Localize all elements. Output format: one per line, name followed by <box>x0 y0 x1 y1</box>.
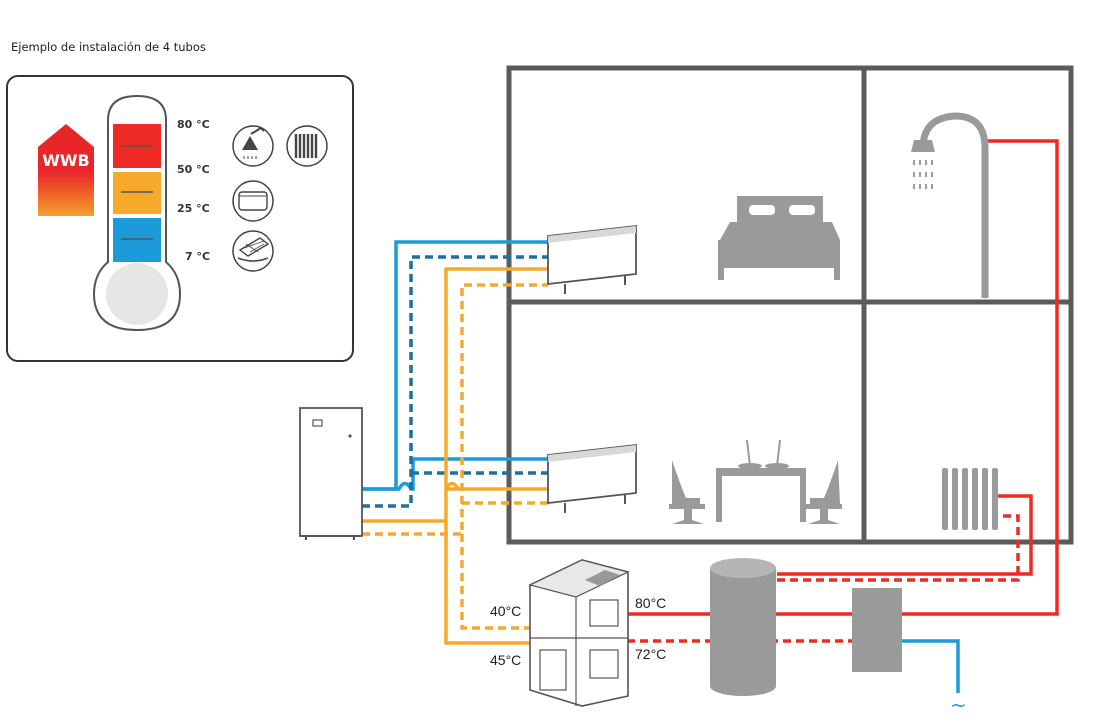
diagram-caption: Ejemplo de instalación de 4 tubos <box>11 40 206 54</box>
temp-label-7: 7 °C <box>185 250 210 263</box>
wwb-house-icon: WWB <box>38 124 94 216</box>
temp-label-50: 50 °C <box>177 163 210 176</box>
indoor-unit-icon <box>299 407 363 540</box>
pipe-label-72: 72°C <box>635 646 666 662</box>
temp-label-25: 25 °C <box>177 202 210 215</box>
heat-pump-icon <box>528 559 630 707</box>
cold-pipes <box>362 240 548 508</box>
shower-fixture-icon <box>911 112 989 298</box>
pipe-label-80: 80°C <box>635 595 666 611</box>
fan-coil-icon <box>232 180 274 222</box>
water-supply-symbol: ~ <box>950 693 967 717</box>
hot-pipes <box>627 139 1059 643</box>
pipe-label-40: 40°C <box>490 603 521 619</box>
tank-icon <box>710 558 776 696</box>
radiator-fixture-icon <box>942 468 998 530</box>
fan-coil-unit-lower <box>547 443 637 513</box>
pipe-label-45: 45°C <box>490 652 521 668</box>
fan-coil-unit-upper <box>547 224 637 294</box>
wwb-badge: WWB <box>42 151 90 170</box>
temperature-legend <box>6 75 354 362</box>
heat-exchanger-icon <box>852 588 902 672</box>
thermometer-icon <box>92 94 182 332</box>
shower-icon <box>232 125 274 167</box>
radiator-icon <box>286 125 328 167</box>
building-outline <box>506 65 1074 545</box>
underfloor-heating-icon <box>232 230 274 272</box>
dining-table-icon <box>669 439 842 524</box>
bed-icon <box>718 196 840 280</box>
temp-label-80: 80 °C <box>177 118 210 131</box>
warm-pipes <box>362 267 548 645</box>
